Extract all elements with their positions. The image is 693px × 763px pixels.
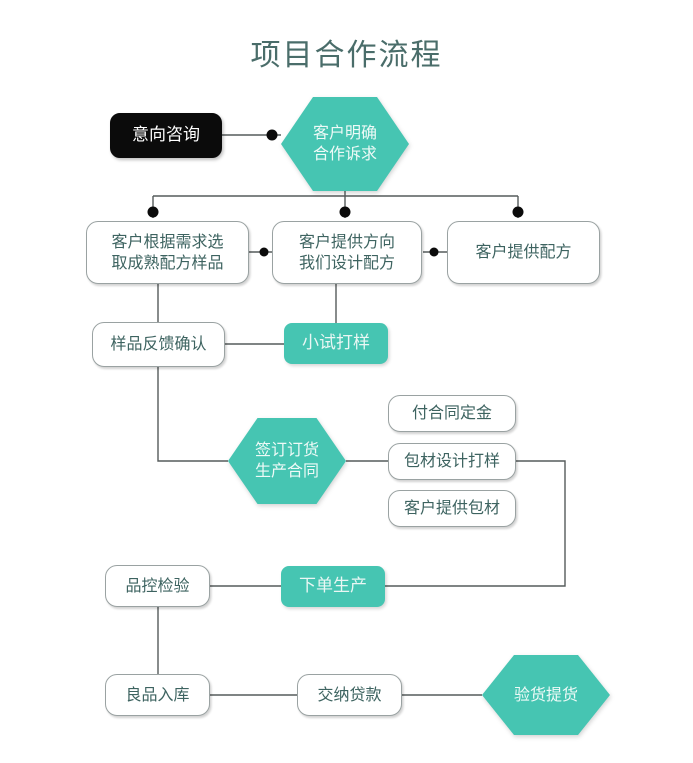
node-select-mature-formula-sample[interactable]: 客户根据需求选 取成熟配方样品 — [86, 221, 249, 284]
connector-dot — [512, 206, 524, 218]
connector-dot — [147, 206, 159, 218]
node-packaging-design-sample[interactable]: 包材设计打样 — [388, 443, 516, 480]
node-trial-sampling[interactable]: 小试打样 — [284, 323, 388, 364]
connector-dot — [259, 247, 269, 257]
node-inspect-and-pickup-wrap[interactable]: 验货提货 — [482, 655, 610, 735]
node-pay-contract-deposit[interactable]: 付合同定金 — [388, 395, 516, 432]
edge-n6-n8 — [157, 367, 228, 462]
page-title: 项目合作流程 — [250, 38, 443, 73]
node-intent-consultation[interactable]: 意向咨询 — [110, 113, 222, 158]
node-good-products-warehousing[interactable]: 良品入库 — [105, 674, 210, 716]
node-customer-direction-we-design[interactable]: 客户提供方向 我们设计配方 — [272, 221, 422, 284]
connector-dot — [339, 206, 351, 218]
node-quality-inspection[interactable]: 品控检验 — [105, 565, 210, 607]
node-customer-provides-formula[interactable]: 客户提供配方 — [447, 221, 600, 284]
node-pay-balance[interactable]: 交纳贷款 — [297, 674, 402, 716]
node-sign-production-contract-wrap[interactable]: 签订订货 生产合同 — [228, 418, 346, 504]
node-place-order-production[interactable]: 下单生产 — [281, 566, 385, 607]
node-inspect-and-pickup[interactable]: 验货提货 — [482, 655, 610, 735]
node-customer-clear-demand[interactable]: 客户明确 合作诉求 — [281, 97, 409, 191]
connector-dot — [266, 129, 278, 141]
node-sign-production-contract[interactable]: 签订订货 生产合同 — [228, 418, 346, 504]
node-sample-feedback-confirm[interactable]: 样品反馈确认 — [92, 322, 225, 367]
node-customer-provides-packaging[interactable]: 客户提供包材 — [388, 490, 516, 527]
connector-dot — [429, 247, 439, 257]
node-customer-clear-demand-wrap[interactable]: 客户明确 合作诉求 — [281, 97, 409, 191]
